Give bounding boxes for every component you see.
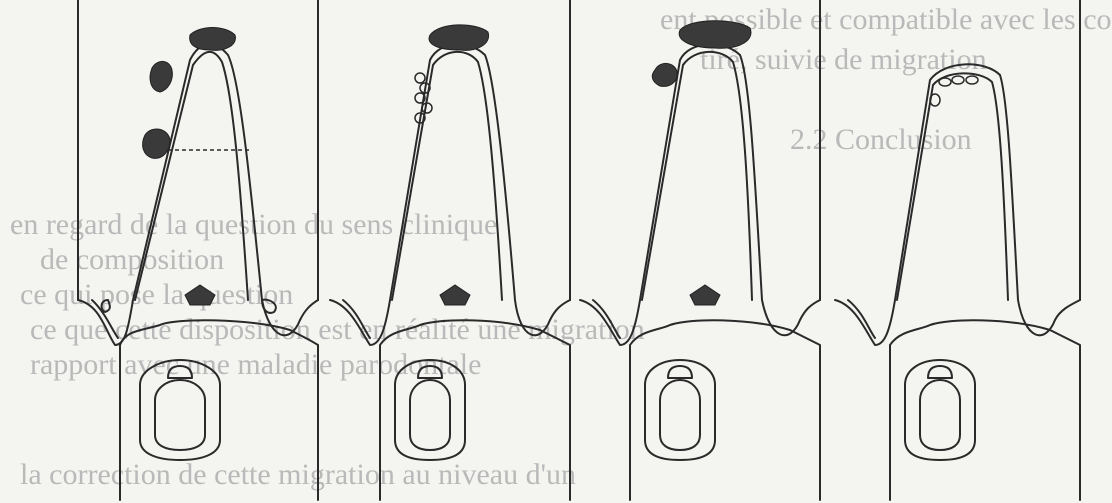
panel-1-side-deposit-2 <box>143 129 170 158</box>
panel-1-lower-root-outer <box>140 360 220 460</box>
panel-3-root-canal <box>593 52 752 338</box>
panel-1 <box>78 0 318 500</box>
panel-1-side-deposit-1 <box>150 61 172 92</box>
panel-1-crown-deposit <box>190 28 236 51</box>
panel-2-lower-root-outer <box>395 360 465 460</box>
panel-1-arrow-marker <box>185 285 215 305</box>
panel-3 <box>570 0 820 500</box>
panel-3-lower-root-outer <box>645 360 715 460</box>
panel-2-root-canal <box>343 52 502 338</box>
panel-3-arrow-marker <box>690 285 720 305</box>
panel-4-root-canal <box>848 73 1008 338</box>
panel-2-arrow-marker <box>440 285 470 305</box>
panel-3-crown-deposit <box>679 21 751 49</box>
panel-1-root-canal <box>92 52 248 338</box>
panel-2-crown-deposit <box>429 25 489 50</box>
panel-4-tooth-outline <box>835 64 1080 345</box>
panel-3-lower-root-inner <box>660 380 700 450</box>
panel-1-lower-root-inner <box>155 380 205 450</box>
panel-2 <box>318 0 570 500</box>
panel-4-bone-socket <box>890 320 1080 500</box>
panel-2-lower-root-neck <box>418 366 442 378</box>
panel-4-outer-walls <box>820 0 1080 300</box>
panel-2-lower-root-inner <box>410 380 450 450</box>
panel-2-bone-socket <box>380 320 570 500</box>
panel-3-bone-socket <box>630 320 820 500</box>
panel-1-lower-root-neck <box>168 366 192 378</box>
panel-3-side-deposit <box>652 63 677 86</box>
panel-3-lower-root-neck <box>668 366 692 378</box>
panel-4-lower-root-inner <box>920 380 960 450</box>
panel-4 <box>820 0 1080 500</box>
panel-4-lower-root-neck <box>928 366 952 378</box>
panel-4-lower-root-outer <box>905 360 975 460</box>
